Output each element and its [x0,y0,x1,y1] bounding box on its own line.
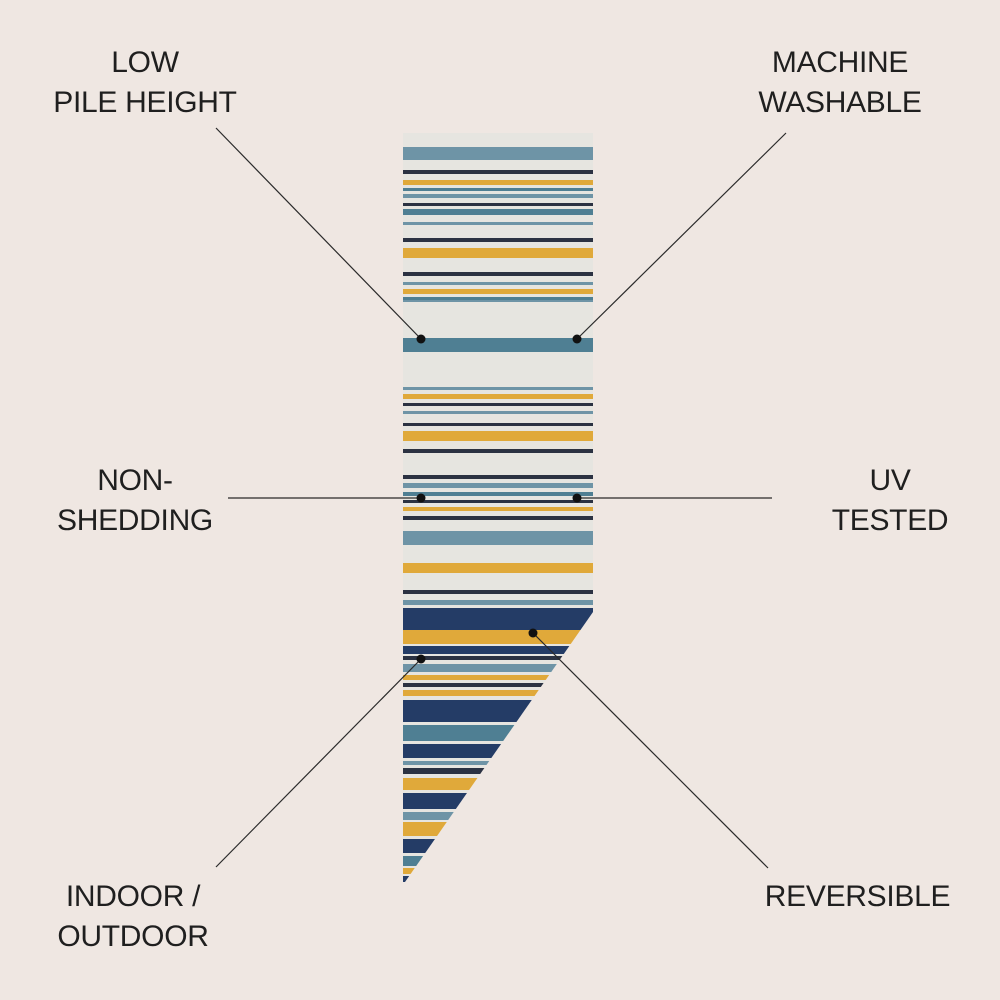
rug-stripe [403,170,593,174]
rug-stripe [403,812,593,820]
feature-label-machine-washable: MACHINE WASHABLE [735,43,945,123]
rug-stripe [403,147,593,160]
feature-line: MACHINE [771,46,909,79]
feature-line: UV [869,464,911,497]
rug-stripe [403,675,593,680]
rug-stripe [403,768,593,774]
rug-stripe [403,563,593,573]
rug-stripe [403,248,593,258]
feature-line: OUTDOOR [57,920,209,953]
rug-stripe [403,300,593,302]
callout-low-pile-dot [416,334,426,344]
rug-stripe [403,664,593,672]
feature-label-low-pile-height: LOW PILE HEIGHT [40,43,250,123]
callout-lines [215,127,787,869]
rug-stripe [403,516,593,520]
feature-label-indoor-outdoor: INDOOR / OUTDOOR [28,877,238,957]
callout-non-shed-dot [416,493,426,503]
rug-stripe [403,793,593,809]
rug-stripe [403,394,593,399]
feature-line: LOW [111,46,179,79]
callout-machine-dot [572,334,582,344]
rug-stripe [403,338,593,352]
rug-stripe [403,868,593,874]
feature-label-uv-tested: UV TESTED [800,461,980,541]
rug-stripe [403,209,593,215]
rug-stripe [403,839,593,853]
rug-stripe [403,683,593,687]
callout-indoor-dot [416,654,426,664]
rug-stripe [403,411,593,414]
rug-stripe [403,449,593,453]
rug-stripe [403,403,593,406]
rug-stripe [403,188,593,191]
rug-stripe [403,700,593,722]
feature-line: WASHABLE [758,86,922,119]
rug-stripe [403,531,593,545]
rug-stripe [403,272,593,276]
rug-stripe [403,507,593,511]
rug-stripe [403,475,593,479]
rug-stripe [403,744,593,758]
rug-stripe [403,761,593,765]
rug-stripe [403,203,593,206]
rug-stripe [403,423,593,426]
striped-rug-runner [403,133,593,882]
rug-stripe [403,876,593,882]
callout-reversible-line [532,632,769,869]
feature-label-non-shedding: NON- SHEDDING [40,461,230,541]
rug-stripe [403,725,593,741]
rug-stripe [403,590,593,594]
callout-low-pile-line [215,127,422,340]
rug-stripe [403,297,593,300]
rug-stripe [403,600,593,605]
rug-stripe [403,431,593,441]
rug-stripe [403,492,593,496]
feature-label-reversible: REVERSIBLE [745,877,970,917]
feature-line: TESTED [831,504,949,537]
feature-line: SHEDDING [57,504,213,537]
rug-stripe [403,222,593,225]
rug-stripe [403,778,593,790]
rug-stripe [403,500,593,503]
callout-uv-dot [572,493,582,503]
rug-stripe [403,690,593,696]
rug-stripe [403,289,593,294]
rug-stripe [403,822,593,836]
rug-stripe [403,608,593,630]
callout-reversible-dot [528,628,538,638]
rug-stripe [403,180,593,185]
feature-line: NON- [97,464,173,497]
feature-line: REVERSIBLE [764,880,951,913]
callout-machine-line [576,132,787,340]
rug-stripe [403,194,593,198]
rug-stripe [403,656,593,660]
rug-stripe [403,238,593,242]
feature-line: INDOOR / [65,880,201,913]
rug-stripe [403,387,593,390]
callout-indoor-line [215,658,422,868]
rug-stripe [403,856,593,866]
rug-stripe [403,483,593,488]
rug-stripe [403,630,593,644]
feature-line: PILE HEIGHT [53,86,237,119]
rug-stripe [403,282,593,285]
rug-stripe [403,646,593,654]
